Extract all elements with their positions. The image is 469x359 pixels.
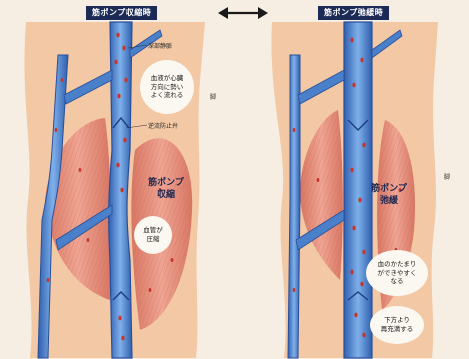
backflow-callout: 下方より 再充満する: [370, 306, 424, 344]
right-superficial-vein: [288, 55, 300, 358]
compressed-callout: 血管が 圧縮: [134, 216, 172, 254]
right-panel-title: 筋ポンプ弛緩時: [318, 6, 389, 20]
left-panel-title: 筋ポンプ収縮時: [86, 6, 157, 20]
left-muscle-label: 筋ポンプ 収縮: [136, 178, 196, 201]
deep-vein-label: 深部静脈: [148, 41, 172, 50]
right-muscle-label: 筋ポンプ 弛緩: [364, 184, 414, 207]
clot-callout: 血のかたまり ができやすく なる: [366, 250, 428, 296]
right-side-text: 脚: [444, 172, 450, 181]
left-side-text: 脚: [210, 92, 216, 101]
valve-label: 逆流防止弁: [148, 121, 178, 130]
flow-callout: 血液が心臓 方向に勢い よく流れる: [140, 60, 194, 114]
double-headed-arrow-icon: [218, 7, 268, 19]
